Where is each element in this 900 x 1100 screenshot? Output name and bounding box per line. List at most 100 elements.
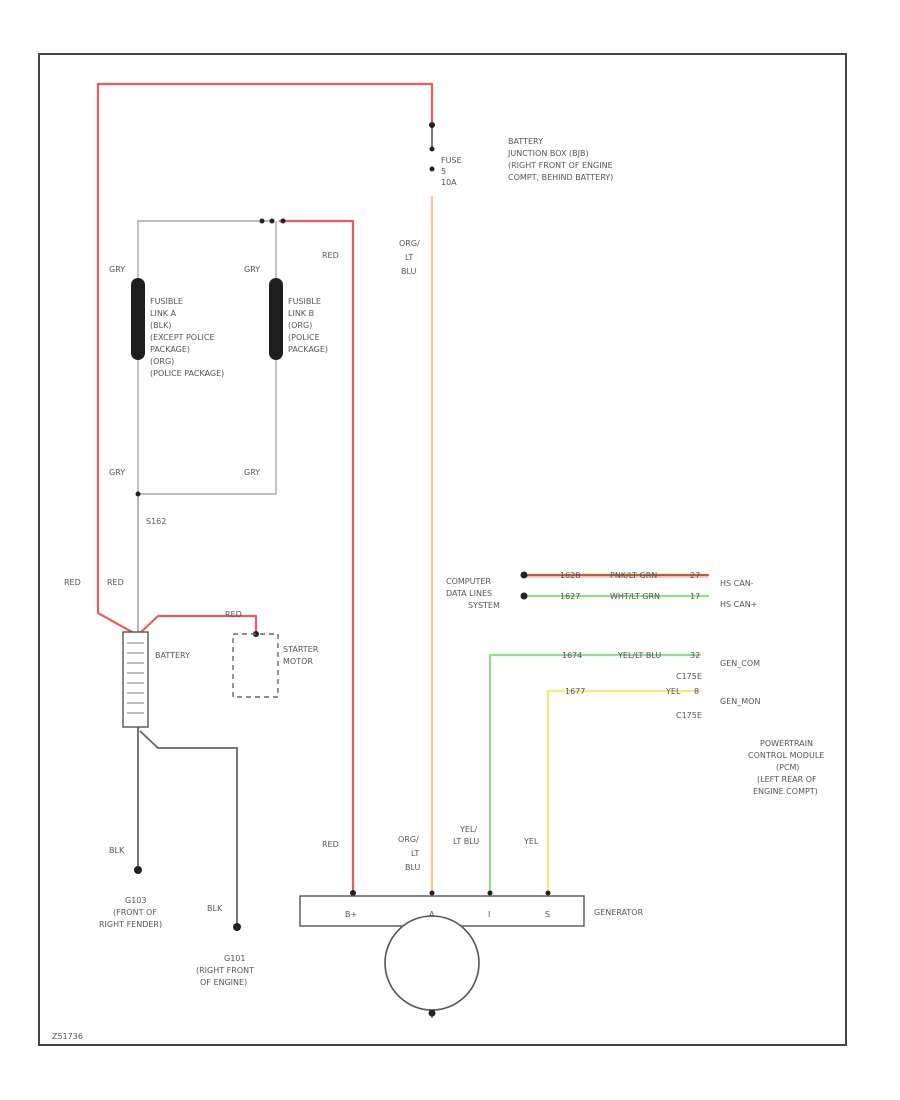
generator-a-terminal <box>429 890 435 896</box>
data-lines-label: DATA LINES <box>446 589 492 598</box>
wire-label-yel: YEL <box>523 837 539 846</box>
fusible-link-a-label: (BLK) <box>150 321 171 330</box>
fusible-link-a-label: LINK A <box>150 309 177 318</box>
fusible-link-a-label: PACKAGE) <box>150 345 190 354</box>
can-minus-dot <box>520 571 528 579</box>
can-plus-dot <box>520 592 528 600</box>
wire-label-gry: GRY <box>109 265 125 274</box>
generator-s-terminal <box>545 890 551 896</box>
junction-box-line: (RIGHT FRONT OF ENGINE <box>508 161 613 170</box>
can-pin: 27 <box>690 571 700 580</box>
generator-terminal-label: I <box>488 910 490 919</box>
splice-s162-dot <box>135 491 141 497</box>
fusible-link-b-label: (POLICE <box>288 333 320 342</box>
ground-location: (RIGHT FRONT <box>196 966 254 975</box>
pcm-circuit: 1674 <box>562 651 582 660</box>
pcm-pin: 8 <box>694 687 699 696</box>
fusible-link-a-label: (ORG) <box>150 357 174 366</box>
can-wire-color: WHT/LT GRN <box>610 592 660 601</box>
yel-wire <box>546 689 702 895</box>
pcm-wire-color: YEL <box>665 687 681 696</box>
ground-id: G101 <box>224 954 245 963</box>
battery-icon <box>122 631 149 728</box>
data-lines-label: COMPUTER <box>446 577 491 586</box>
pcm-label: CONTROL MODULE <box>748 751 824 760</box>
fusible-link-icon <box>269 278 283 360</box>
starter-label: MOTOR <box>283 657 313 666</box>
can-wire-color: PNK/LT GRN <box>610 571 657 580</box>
starter-motor-box <box>232 633 279 698</box>
figure-code: Z51736 <box>52 1032 83 1041</box>
fusible-link-b-label: FUSIBLE <box>288 297 321 306</box>
yel-lt-blu-wire <box>488 653 702 895</box>
generator-terminal-label: B+ <box>345 910 357 919</box>
wire-label-org-lt-blu: LT <box>411 849 419 858</box>
can-signal: HS CAN+ <box>720 600 757 609</box>
junction-box-line: COMPT, BEHIND BATTERY) <box>508 173 613 182</box>
wire-label-gry: GRY <box>244 468 260 477</box>
ground-icon <box>428 1009 436 1017</box>
starter-label: STARTER <box>283 645 319 654</box>
fusible-link-a-label: FUSIBLE <box>150 297 183 306</box>
wire-label-yel-lt-blu: LT BLU <box>453 837 479 846</box>
red-wire-generator-b <box>278 219 355 895</box>
can-circuit: 1627 <box>560 592 580 601</box>
pcm-connector: C175E <box>676 711 702 720</box>
fuse-bottom-terminal <box>429 166 435 172</box>
ground-id: G103 <box>125 896 146 905</box>
wire-label-yel-lt-blu: YEL/ <box>459 825 477 834</box>
can-signal: HS CAN- <box>720 579 754 588</box>
pcm-connector: C175E <box>676 672 702 681</box>
ground-location: OF ENGINE) <box>200 978 247 987</box>
ground-g101-dot <box>233 923 241 931</box>
wire-label-red: RED <box>322 840 339 849</box>
pcm-wire-color: YEL/LT BLU <box>617 651 661 660</box>
pcm-label: POWERTRAIN <box>760 739 813 748</box>
fuse-number: 5 <box>441 167 446 176</box>
diagram-frame <box>38 53 847 1046</box>
fusible-link-icon <box>131 278 145 360</box>
pcm-label: (LEFT REAR OF <box>757 775 817 784</box>
ground-wire-g101 <box>139 730 238 925</box>
gray-wire-link-a <box>137 220 272 494</box>
wire-label-org-lt-blu: BLU <box>401 267 417 276</box>
fuse-top-terminal <box>429 122 435 128</box>
wire-label-red: RED <box>225 610 242 619</box>
fuse-mid-terminal <box>429 146 435 152</box>
fusible-link-b-label: LINK B <box>288 309 314 318</box>
generator-b-plus-terminal <box>350 890 356 896</box>
pcm-pin: 32 <box>690 651 700 660</box>
fusible-link-a-label: (EXCEPT POLICE <box>150 333 215 342</box>
can-pin: 17 <box>690 592 700 601</box>
ground-g103-dot <box>134 866 142 874</box>
data-lines-label: SYSTEM <box>468 601 500 610</box>
fusible-link-a-label: (POLICE PACKAGE) <box>150 369 224 378</box>
pcm-signal: GEN_COM <box>720 659 760 668</box>
red-wire-top-loop <box>96 82 434 634</box>
fuse-rating: 10A <box>441 178 457 187</box>
splice-dot <box>280 218 286 224</box>
wire-label-org-lt-blu: ORG/ <box>398 835 419 844</box>
splice-label: S162 <box>146 517 166 526</box>
wire-label-red: RED <box>107 578 124 587</box>
fusible-link-b-label: PACKAGE) <box>288 345 328 354</box>
generator-terminal-label: A <box>429 910 435 919</box>
wire-label-org-lt-blu: LT <box>405 253 413 262</box>
junction-box-line: JUNCTION BOX (BJB) <box>507 149 589 158</box>
fusible-link-b-label: (ORG) <box>288 321 312 330</box>
junction-box-title: BATTERY <box>508 137 543 146</box>
wire-label-org-lt-blu: BLU <box>405 863 421 872</box>
pcm-label: (PCM) <box>776 763 800 772</box>
splice-dot <box>269 218 275 224</box>
wire-label-gry: GRY <box>109 468 125 477</box>
wire-label-gry: GRY <box>244 265 260 274</box>
can-circuit: 1628 <box>560 571 580 580</box>
generator-label: GENERATOR <box>594 908 644 917</box>
wire-label-org-lt-blu: ORG/ <box>399 239 420 248</box>
pcm-circuit: 1677 <box>565 687 585 696</box>
battery-label: BATTERY <box>155 651 190 660</box>
pcm-signal: GEN_MON <box>720 697 760 706</box>
wire-label-red: RED <box>322 251 339 260</box>
ground-location: (FRONT OF <box>113 908 157 917</box>
